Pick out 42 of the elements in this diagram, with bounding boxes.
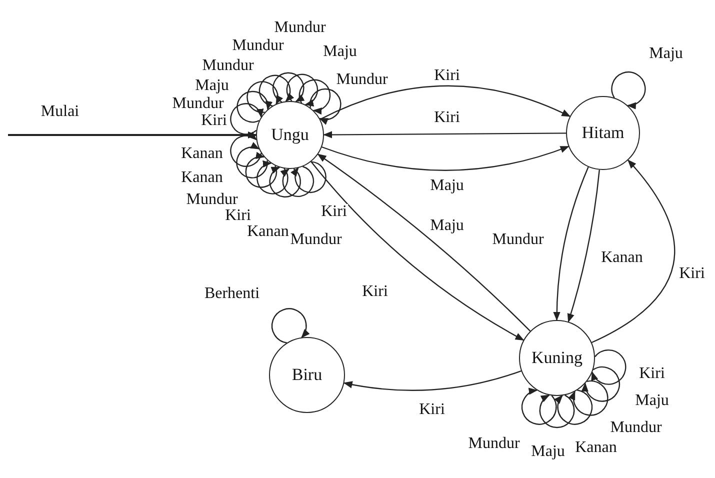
- edge-label: Maju: [194, 78, 230, 94]
- self-loop-arrow: [290, 161, 326, 193]
- self-loop-arrow: [271, 308, 310, 344]
- self-loop-arrow: [245, 152, 278, 188]
- self-loop-arrow: [568, 380, 608, 416]
- self-loop-arrow: [310, 88, 342, 124]
- self-loop-arrow: [521, 388, 557, 425]
- self-loop-arrow: [298, 79, 331, 114]
- self-loop-arrow: [230, 132, 262, 167]
- arrow: [343, 370, 522, 391]
- self-loop-arrow: [611, 72, 646, 109]
- self-loop-arrow: [230, 103, 264, 135]
- edge-label: Maju: [634, 393, 670, 409]
- self-loop-arrow: [582, 366, 620, 402]
- state-circle: Hitam: [566, 96, 640, 170]
- self-loop-arrow: [539, 394, 575, 428]
- self-loop-arrow: [286, 74, 318, 106]
- edge-label: Maju: [429, 178, 465, 194]
- state-circle: Ungu: [256, 101, 324, 169]
- self-loop-arrow: [246, 81, 283, 113]
- edge-label: Maju: [429, 218, 465, 234]
- arrow: [553, 166, 589, 321]
- arrow: [591, 160, 676, 344]
- self-loop-arrow: [269, 166, 301, 198]
- self-loop-arrow: [256, 160, 288, 194]
- arrow: [323, 131, 566, 138]
- self-loop-arrow: [272, 72, 305, 103]
- self-loop-arrow: [258, 74, 294, 106]
- self-loop-arrow: [554, 390, 593, 425]
- state-circle: Biru: [269, 337, 345, 413]
- self-loop-arrow: [280, 166, 314, 197]
- arrow: [567, 170, 600, 323]
- state-circle: Kuning: [519, 320, 595, 396]
- edge-label: Maju: [530, 444, 566, 460]
- arrow: [322, 146, 570, 171]
- self-loop-arrow: [236, 142, 268, 178]
- arrow: [8, 131, 257, 139]
- self-loop-arrow: [592, 350, 626, 385]
- edge-label: Maju: [322, 44, 358, 60]
- edge-label: Maju: [648, 46, 684, 62]
- self-loop-arrow: [236, 90, 272, 123]
- arrow: [320, 85, 571, 120]
